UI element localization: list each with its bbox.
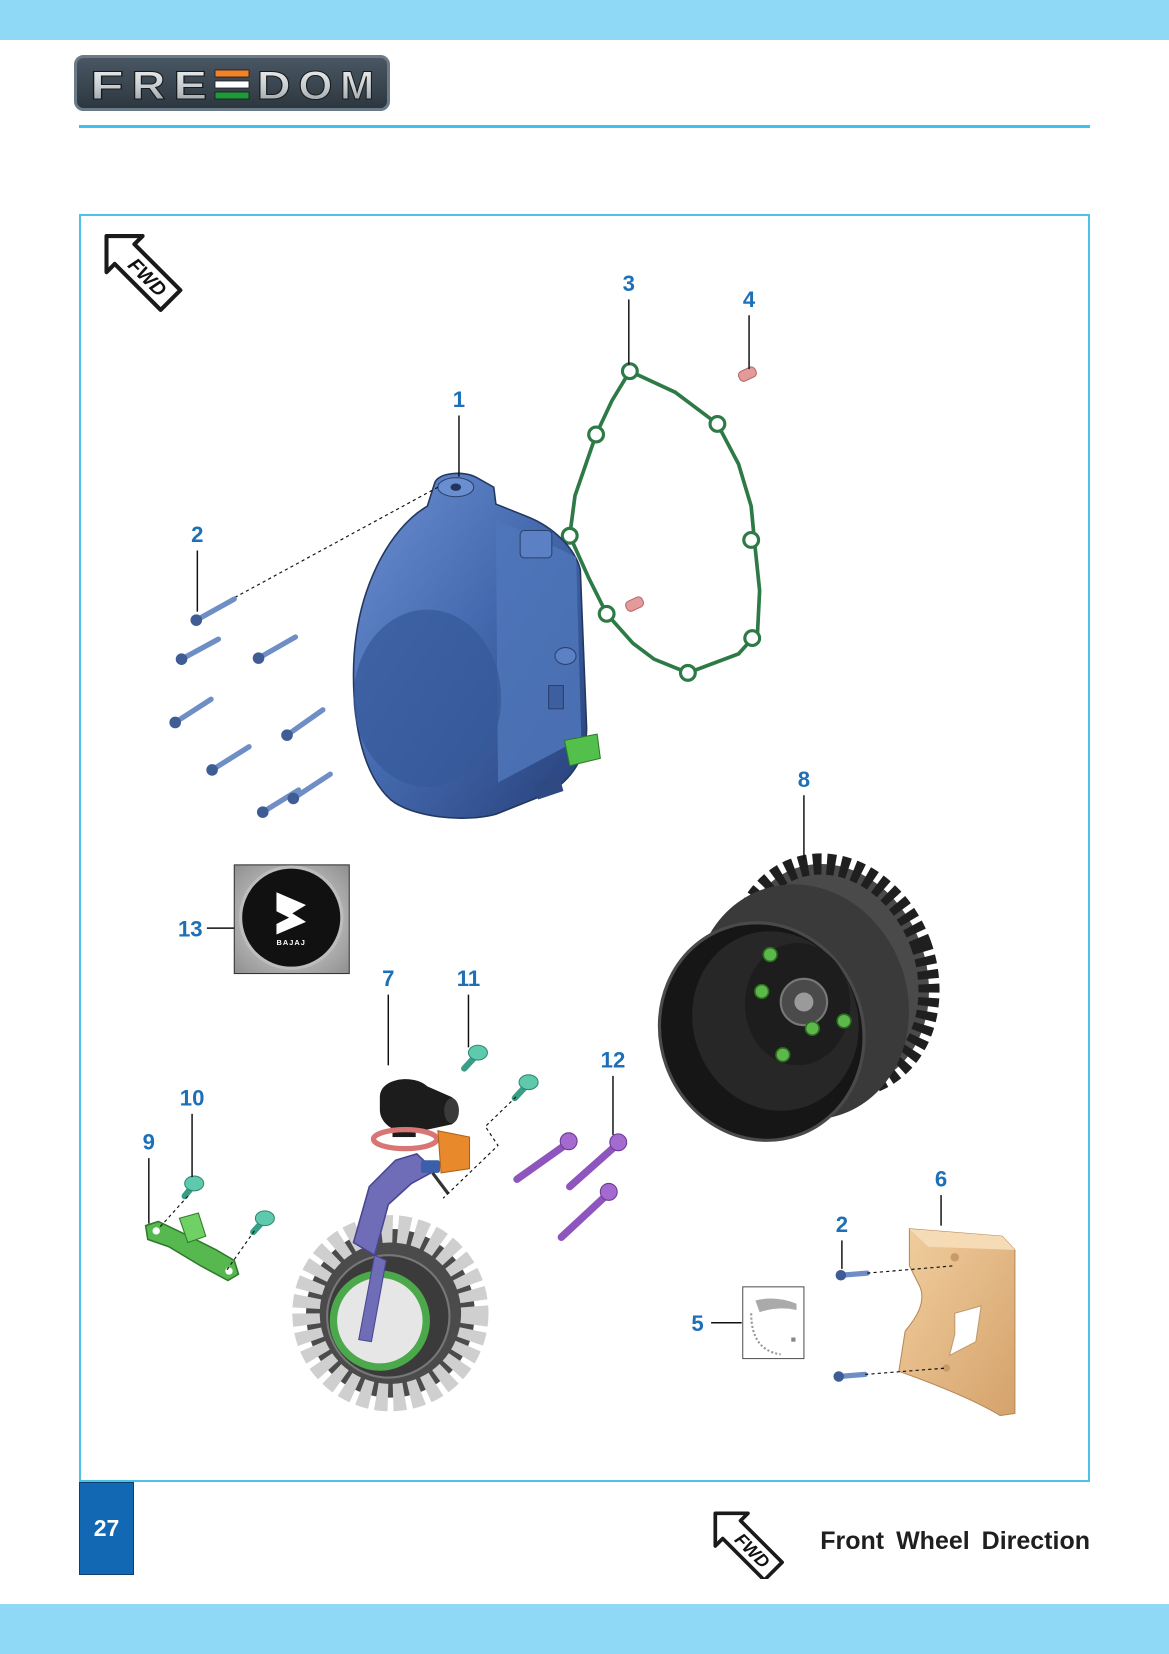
stator-assembly (292, 1079, 489, 1412)
bolt (206, 744, 252, 776)
callout-5: 5 (691, 1311, 703, 1336)
bolt (169, 696, 214, 729)
page-number: 27 (93, 1515, 120, 1541)
diagram-frame (79, 214, 1090, 1482)
screw (461, 1044, 488, 1072)
front-wheel-direction-legend: Front Wheel Direction (820, 1527, 1090, 1555)
bolt (835, 1269, 870, 1281)
bajaj-emblem: BAJAJ (233, 864, 350, 975)
callout-4: 4 (743, 287, 756, 312)
callout-6: 6 (935, 1167, 947, 1192)
callout-10: 10 (180, 1085, 205, 1110)
fwd-arrow-icon: FWD (713, 1511, 784, 1579)
bolt (566, 1133, 628, 1191)
screw (250, 1210, 275, 1236)
bracket-screws (181, 1175, 275, 1236)
gasket (560, 362, 762, 682)
logo-letter: F (90, 64, 124, 108)
bolt (513, 1132, 578, 1183)
cover-bolts (169, 596, 333, 818)
exploded-parts-diagram: FWD (104, 234, 1016, 1417)
bolt (833, 1371, 868, 1382)
header-rule (79, 125, 1090, 128)
flywheel-rotor (657, 853, 940, 1142)
stator-screws (461, 1044, 539, 1102)
bajaj-logo-icon (276, 892, 307, 935)
logo-letter: E (173, 64, 207, 108)
screw (181, 1175, 205, 1200)
callout-2: 2 (191, 522, 203, 547)
logo-letter: O (298, 64, 332, 108)
emblem-lettering: BAJAJ (277, 938, 306, 947)
callout-7: 7 (382, 966, 394, 991)
cover-plate (898, 1228, 1016, 1417)
bolt (190, 596, 237, 626)
bolt (281, 707, 326, 741)
callout-11: 11 (457, 966, 480, 991)
bolt-guide (867, 1265, 955, 1274)
callout-8: 8 (798, 767, 810, 792)
screw (511, 1074, 539, 1102)
callout-2-lower: 2 (836, 1212, 848, 1237)
page-number-badge: 27 (79, 1482, 134, 1575)
callout-3: 3 (623, 271, 635, 296)
callout-9: 9 (143, 1130, 155, 1155)
callout-13: 13 (178, 917, 203, 942)
callout-1: 1 (453, 387, 465, 412)
screw-guide (157, 1195, 189, 1230)
bolt-guide (865, 1367, 947, 1375)
leader-lines (148, 299, 942, 1324)
bolt (252, 634, 299, 664)
cover-bolt-guide (216, 486, 439, 608)
callout-12: 12 (601, 1047, 626, 1072)
clamp-bracket (144, 1212, 240, 1282)
screw-guide (442, 1096, 517, 1199)
callout-labels: 1 2 3 4 5 6 2 7 8 9 10 11 12 13 (143, 271, 948, 1336)
logo-letter: M (340, 64, 374, 108)
top-color-band (0, 0, 1169, 40)
dowel-pins (625, 366, 757, 612)
logo-tricolor-letter (214, 69, 250, 100)
fwd-arrow-icon: FWD (104, 234, 183, 312)
logo-letter: R (132, 64, 166, 108)
generator-cover (352, 472, 601, 819)
long-bolts (513, 1132, 628, 1241)
screw-guide (226, 1230, 255, 1271)
warning-label (742, 1286, 805, 1360)
bolt (287, 771, 333, 805)
bolt (557, 1182, 618, 1241)
bolt (175, 636, 222, 665)
logo-letter: D (257, 64, 291, 108)
plate-bolts (833, 1269, 870, 1382)
bottom-color-band (0, 1604, 1169, 1654)
